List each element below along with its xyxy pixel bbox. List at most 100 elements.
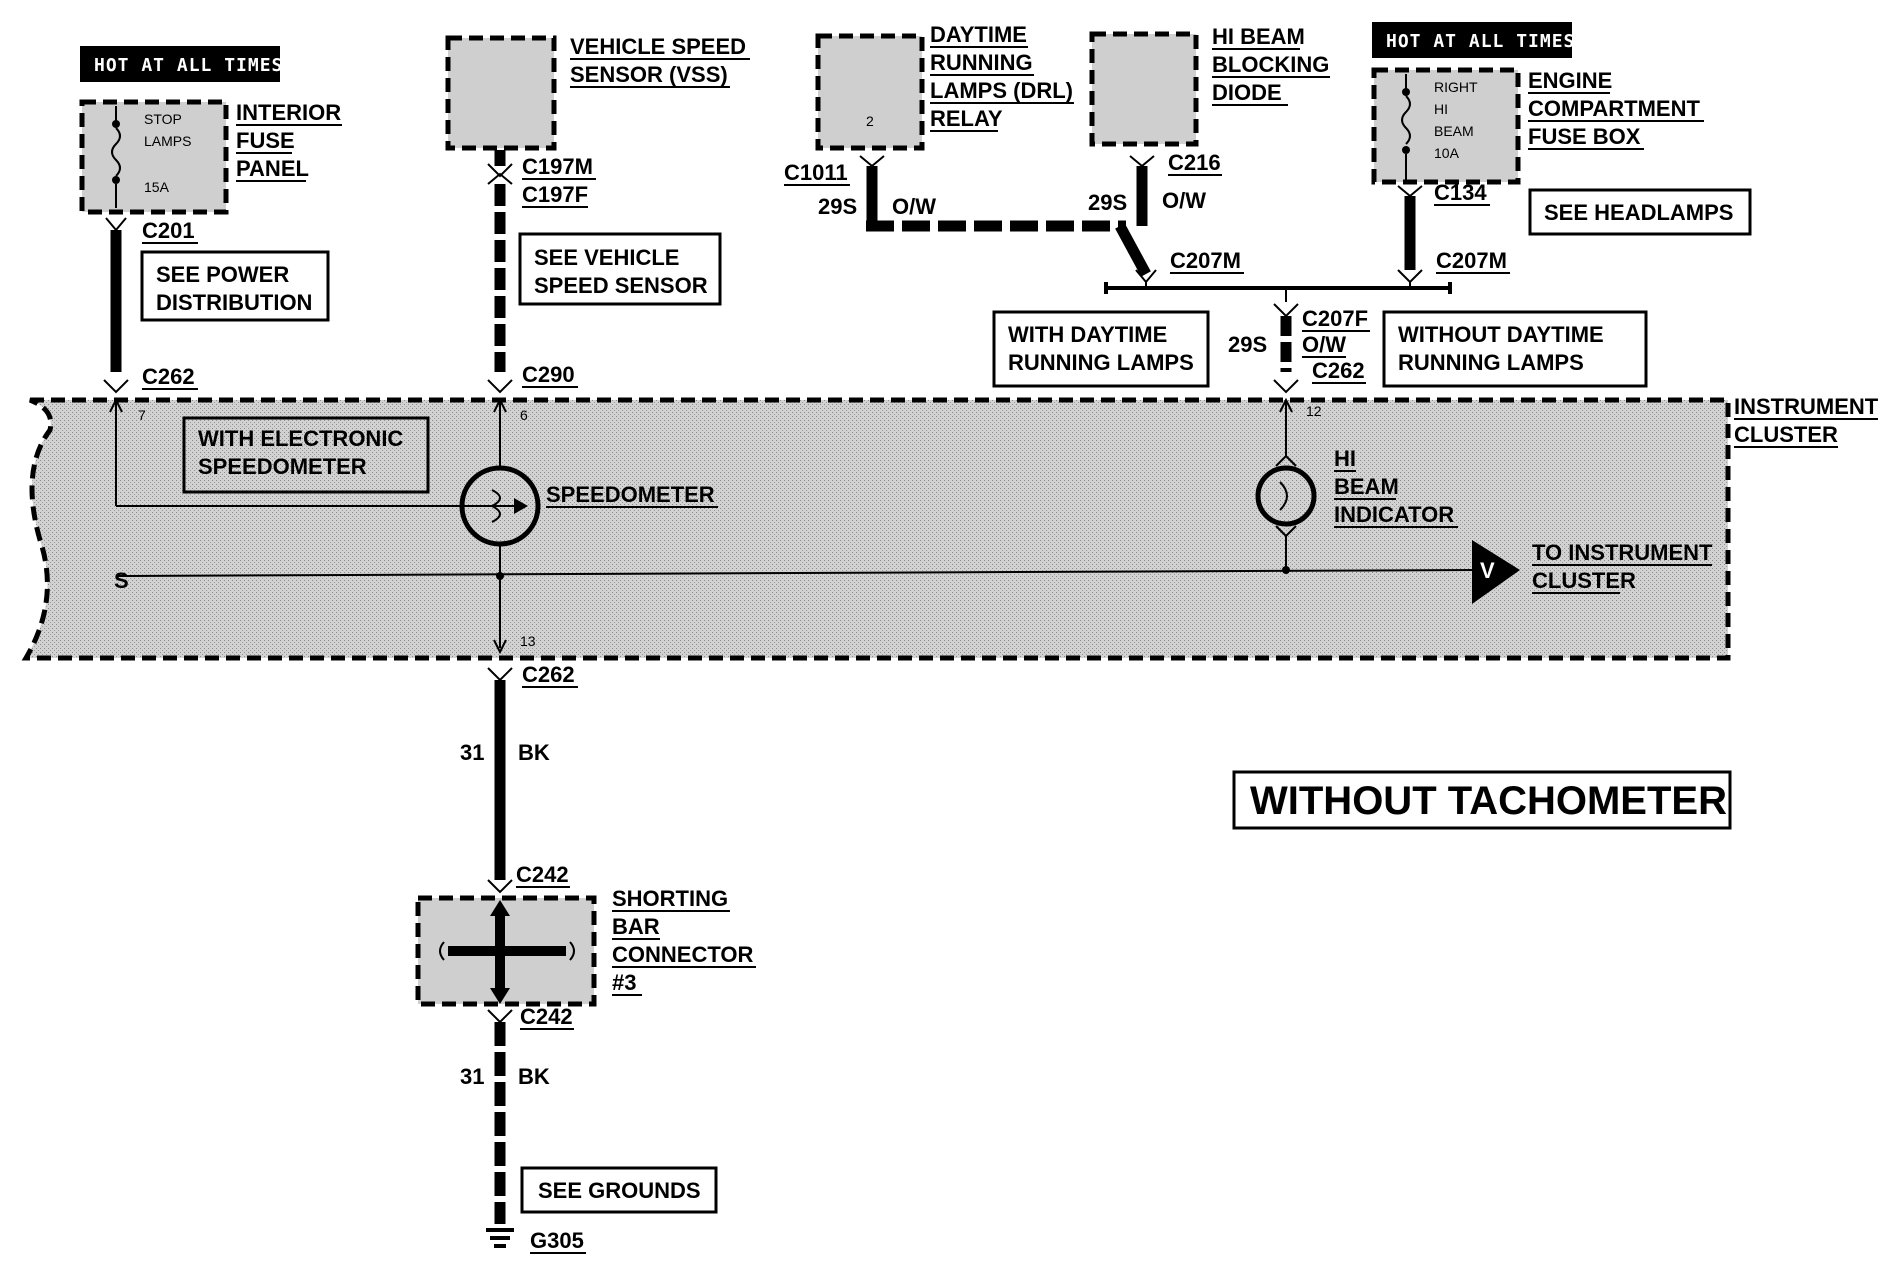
- svg-text:#3: #3: [612, 970, 636, 995]
- connector-g305: G305: [530, 1228, 584, 1253]
- instrument-cluster-region: [21, 397, 1731, 661]
- drl-relay: 2: [815, 33, 925, 151]
- svg-text:DIODE: DIODE: [1212, 80, 1282, 105]
- see-headlamps-note: SEE HEADLAMPS: [1528, 188, 1752, 236]
- connector-c197m: C197M: [522, 154, 593, 179]
- see-vehicle-speed-sensor-note: SEE VEHICLE SPEED SENSOR: [518, 232, 722, 306]
- svg-text:SPEED SENSOR: SPEED SENSOR: [534, 273, 708, 298]
- svg-text:RUNNING LAMPS: RUNNING LAMPS: [1398, 350, 1584, 375]
- svg-text:LAMPS: LAMPS: [144, 133, 191, 149]
- svg-text:CONNECTOR: CONNECTOR: [612, 942, 753, 967]
- connector-c207f: C207F: [1302, 306, 1368, 331]
- to-instrument-cluster-label: TO INSTRUMENT CLUSTER: [1532, 540, 1713, 594]
- ground-wire-upper: [487, 667, 513, 894]
- ground-bus-to-cluster: [117, 540, 1520, 604]
- fuse-icon: [111, 106, 121, 208]
- interior-fuse-panel-label: INTERIOR FUSE PANEL: [236, 100, 342, 182]
- svg-text:SEE GROUNDS: SEE GROUNDS: [538, 1178, 701, 1203]
- without-drl-note: WITHOUT DAYTIME RUNNING LAMPS: [1382, 310, 1648, 388]
- svg-text:SEE POWER: SEE POWER: [156, 262, 289, 287]
- svg-text:WITH DAYTIME: WITH DAYTIME: [1008, 322, 1167, 347]
- vehicle-speed-sensor-label: VEHICLE SPEED SENSOR (VSS): [570, 34, 750, 88]
- ground-icon: [486, 1228, 514, 1248]
- svg-text:RELAY: RELAY: [930, 106, 1003, 131]
- drl-relay-label: DAYTIME RUNNING LAMPS (DRL) RELAY: [930, 22, 1074, 132]
- engine-compartment-fuse-box: RIGHT HI BEAM 10A: [1371, 67, 1521, 185]
- svg-text:STOP: STOP: [144, 111, 182, 127]
- wire-31-upper: 31: [460, 740, 484, 765]
- svg-text:SEE HEADLAMPS: SEE HEADLAMPS: [1544, 200, 1733, 225]
- svg-text:BAR: BAR: [612, 914, 660, 939]
- svg-text:LAMPS (DRL): LAMPS (DRL): [930, 78, 1073, 103]
- with-electronic-speedometer-note: WITH ELECTRONIC SPEEDOMETER: [182, 416, 430, 494]
- shorting-bar-connector: [415, 895, 597, 1007]
- hi-beam-blocking-diode: [1089, 31, 1199, 147]
- svg-text:BEAM: BEAM: [1334, 474, 1399, 499]
- wire-29s-cluster: 29S: [1228, 332, 1267, 357]
- fuse-icon-right: [1401, 74, 1411, 180]
- wire-29s-drl: 29S: [818, 194, 857, 219]
- svg-text:BEAM: BEAM: [1434, 123, 1474, 139]
- connector-c207m-left: C207M: [1170, 248, 1241, 273]
- connector-c290: C290: [522, 362, 575, 387]
- svg-text:SEE VEHICLE: SEE VEHICLE: [534, 245, 679, 270]
- svg-text:RUNNING: RUNNING: [930, 50, 1033, 75]
- svg-text:2: 2: [866, 113, 874, 129]
- pin-12: 12: [1306, 403, 1322, 419]
- wire-31-lower: 31: [460, 1064, 484, 1089]
- with-drl-note: WITH DAYTIME RUNNING LAMPS: [992, 310, 1210, 388]
- svg-text:FUSE: FUSE: [236, 128, 295, 153]
- svg-text:DAYTIME: DAYTIME: [930, 22, 1027, 47]
- wire-29s-diode: 29S: [1088, 190, 1127, 215]
- hot-at-all-times-right: HOT AT ALL TIMES: [1372, 22, 1574, 58]
- connector-c262-right: C262: [1312, 358, 1365, 383]
- vehicle-speed-sensor: [445, 35, 557, 151]
- speedometer-gauge: [459, 397, 541, 655]
- pin-7: 7: [138, 407, 146, 423]
- svg-text:HI BEAM: HI BEAM: [1212, 24, 1305, 49]
- connector-c242-bottom: C242: [520, 1004, 573, 1029]
- wire-ow-diode: O/W: [1162, 188, 1206, 213]
- connector-c207m-right: C207M: [1436, 248, 1507, 273]
- svg-text:SHORTING: SHORTING: [612, 886, 728, 911]
- interior-fuse-panel: STOP LAMPS 15A: [79, 99, 229, 215]
- svg-text:INDICATOR: INDICATOR: [1334, 502, 1454, 527]
- svg-text:HOT AT ALL TIMES: HOT AT ALL TIMES: [94, 55, 283, 76]
- hot-at-all-times-left: HOT AT ALL TIMES: [80, 46, 283, 82]
- svg-text:VEHICLE SPEED: VEHICLE SPEED: [570, 34, 746, 59]
- see-grounds-note: SEE GROUNDS: [520, 1166, 718, 1214]
- speedometer-label: SPEEDOMETER: [546, 482, 715, 507]
- svg-text:ENGINE: ENGINE: [1528, 68, 1612, 93]
- drl-wiring: [859, 155, 1452, 394]
- ground-wire-lower: [487, 1009, 513, 1224]
- svg-text:WITHOUT TACHOMETER: WITHOUT TACHOMETER: [1250, 779, 1727, 823]
- see-power-distribution-note: SEE POWER DISTRIBUTION: [140, 250, 330, 322]
- splice-letter: S: [114, 568, 129, 593]
- svg-text:FUSE BOX: FUSE BOX: [1528, 124, 1641, 149]
- svg-text:INTERIOR: INTERIOR: [236, 100, 341, 125]
- svg-text:WITHOUT DAYTIME: WITHOUT DAYTIME: [1398, 322, 1604, 347]
- shorting-bar-connector-label: SHORTING BAR CONNECTOR #3: [612, 886, 756, 996]
- connector-c262-left: C262: [142, 364, 195, 389]
- connector-c1011: C1011: [784, 160, 848, 185]
- instrument-cluster-label: INSTRUMENT CLUSTER: [1734, 394, 1879, 448]
- connector-c242-top: C242: [516, 862, 569, 887]
- wire-ow-cluster: O/W: [1302, 332, 1346, 357]
- svg-text:15A: 15A: [144, 179, 170, 195]
- svg-text:CLUSTER: CLUSTER: [1734, 422, 1838, 447]
- arrow-letter: V: [1480, 558, 1495, 583]
- svg-text:DISTRIBUTION: DISTRIBUTION: [156, 290, 312, 315]
- svg-text:10A: 10A: [1434, 145, 1460, 161]
- svg-text:COMPARTMENT: COMPARTMENT: [1528, 96, 1700, 121]
- svg-text:TO INSTRUMENT: TO INSTRUMENT: [1532, 540, 1713, 565]
- connector-c197f: C197F: [522, 182, 588, 207]
- electronic-speedometer-feed: [109, 397, 528, 514]
- pin-6: 6: [520, 407, 528, 423]
- svg-text:SPEEDOMETER: SPEEDOMETER: [198, 454, 367, 479]
- engine-compartment-fuse-box-label: ENGINE COMPARTMENT FUSE BOX: [1528, 68, 1704, 150]
- wire-bk-upper: BK: [518, 740, 550, 765]
- connector-c262-bottom: C262: [522, 662, 575, 687]
- hi-beam-indicator-label: HI BEAM INDICATOR: [1334, 446, 1458, 528]
- c201-wire: [103, 217, 129, 394]
